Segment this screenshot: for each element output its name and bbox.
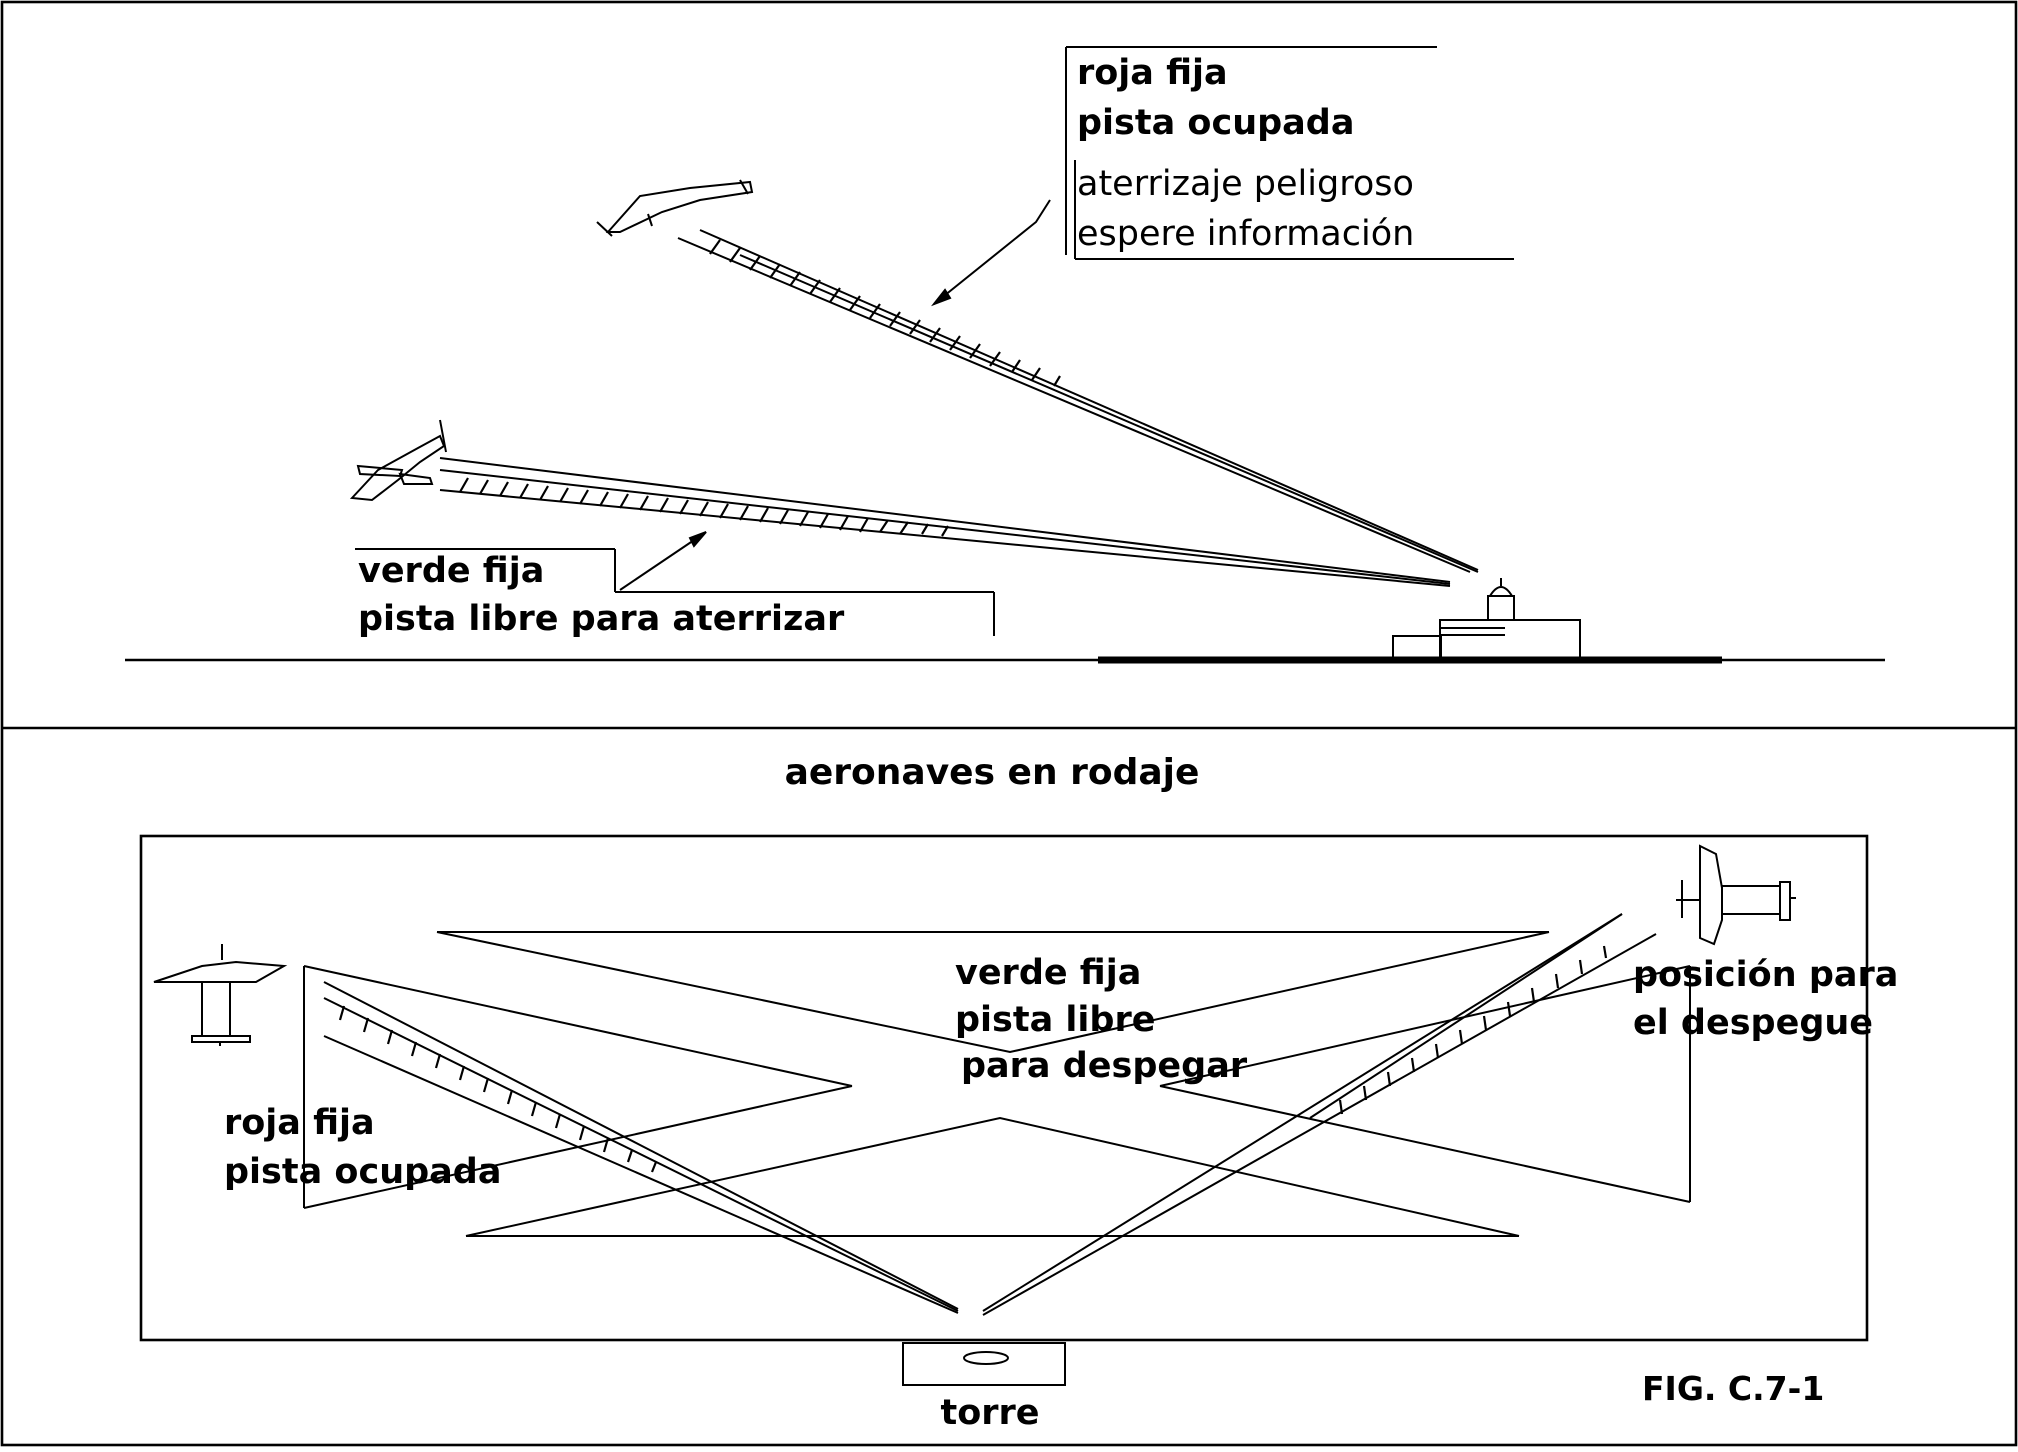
red-label-line3: aterrizaje peligroso: [1077, 164, 1414, 204]
aircraft-left-icon: [153, 944, 288, 1046]
red-label-line1: roja fija: [1077, 53, 1228, 93]
takeoff-position-line2: el despegue: [1633, 1003, 1873, 1043]
taxi-red-line2: pista ocupada: [224, 1152, 501, 1192]
aircraft-right-icon: [1676, 844, 1796, 946]
green-label-line2: pista libre para aterrizar: [358, 599, 845, 639]
green-label-line1: verde fija: [358, 551, 544, 591]
aircraft-upper-icon: [596, 179, 754, 237]
red-taxi-light-beam: [323, 981, 959, 1314]
red-light-label: roja fija pista ocupada aterrizaje pelig…: [1065, 46, 1514, 260]
takeoff-green-line2: pista libre: [955, 1000, 1155, 1040]
green-label-arrow-icon: [619, 531, 707, 591]
bottom-panel-title: aeronaves en rodaje: [785, 752, 1200, 793]
airfield-frame: [139, 834, 1869, 1342]
tower-icon: [902, 1342, 1066, 1386]
takeoff-green-line3: para despegar: [961, 1046, 1248, 1086]
green-taxi-light-beam: [982, 913, 1657, 1316]
aircraft-lower-icon: [349, 419, 447, 502]
top-panel: roja fija pista ocupada aterrizaje pelig…: [125, 46, 1885, 664]
bottom-panel: aeronaves en rodaje: [139, 752, 1898, 1433]
takeoff-green-line1: verde fija: [955, 953, 1141, 993]
green-light-beam: [439, 457, 1451, 587]
taxi-red-line1: roja fija: [224, 1103, 375, 1143]
red-label-arrow-icon: [931, 199, 1051, 307]
red-label-line4: espere información: [1077, 214, 1414, 254]
tower-label: torre: [940, 1393, 1039, 1433]
control-tower-building: [1392, 578, 1581, 661]
red-label-line2: pista ocupada: [1077, 103, 1354, 143]
green-light-label: verde fija pista libre para aterrizar: [355, 548, 995, 639]
takeoff-position-line1: posición para: [1633, 955, 1898, 995]
red-light-beam: [677, 229, 1479, 573]
figure-label: FIG. C.7-1: [1642, 1369, 1824, 1408]
